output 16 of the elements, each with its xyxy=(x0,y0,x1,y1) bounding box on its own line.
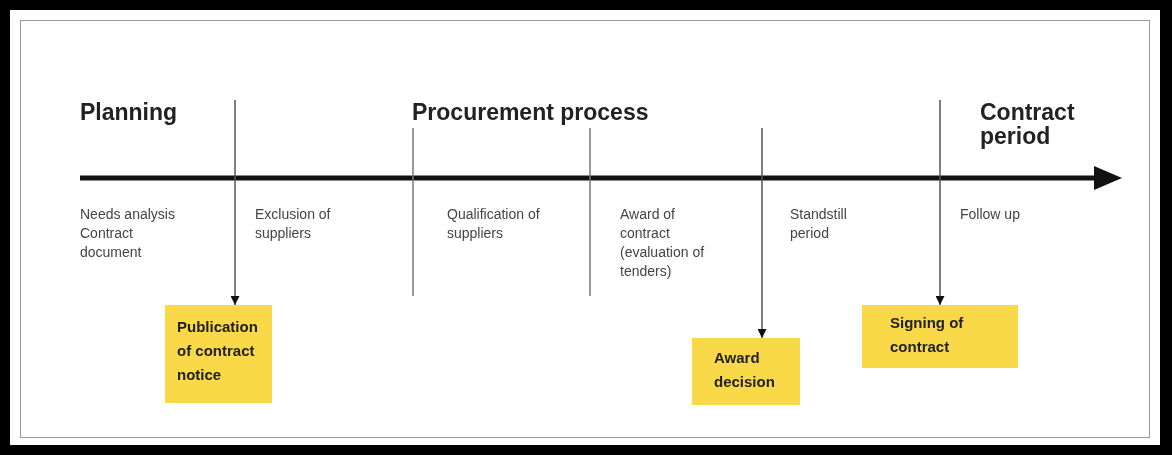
phase-heading: Planning xyxy=(80,100,179,124)
milestone-box: Award decision xyxy=(692,338,800,405)
phase-heading: Procurement process xyxy=(412,100,650,124)
activity-text: Follow up xyxy=(960,205,1021,224)
activity-text: Contract document xyxy=(80,224,143,262)
milestone-box: Signing of contract xyxy=(862,305,1018,368)
arrow xyxy=(935,99,945,306)
activity-text: Award of contract (evaluation of tenders) xyxy=(620,205,706,281)
phase-heading: Contract period xyxy=(980,100,1076,148)
activity-text: Exclusion of suppliers xyxy=(255,205,332,243)
arrow xyxy=(757,127,767,339)
arrow xyxy=(230,99,240,306)
activity-text: Standstill period xyxy=(790,205,848,243)
milestone-box: Publication of contract notice xyxy=(165,305,272,403)
activity-text: Qualification of suppliers xyxy=(447,205,541,243)
activity-text: Needs analysis xyxy=(80,205,176,224)
